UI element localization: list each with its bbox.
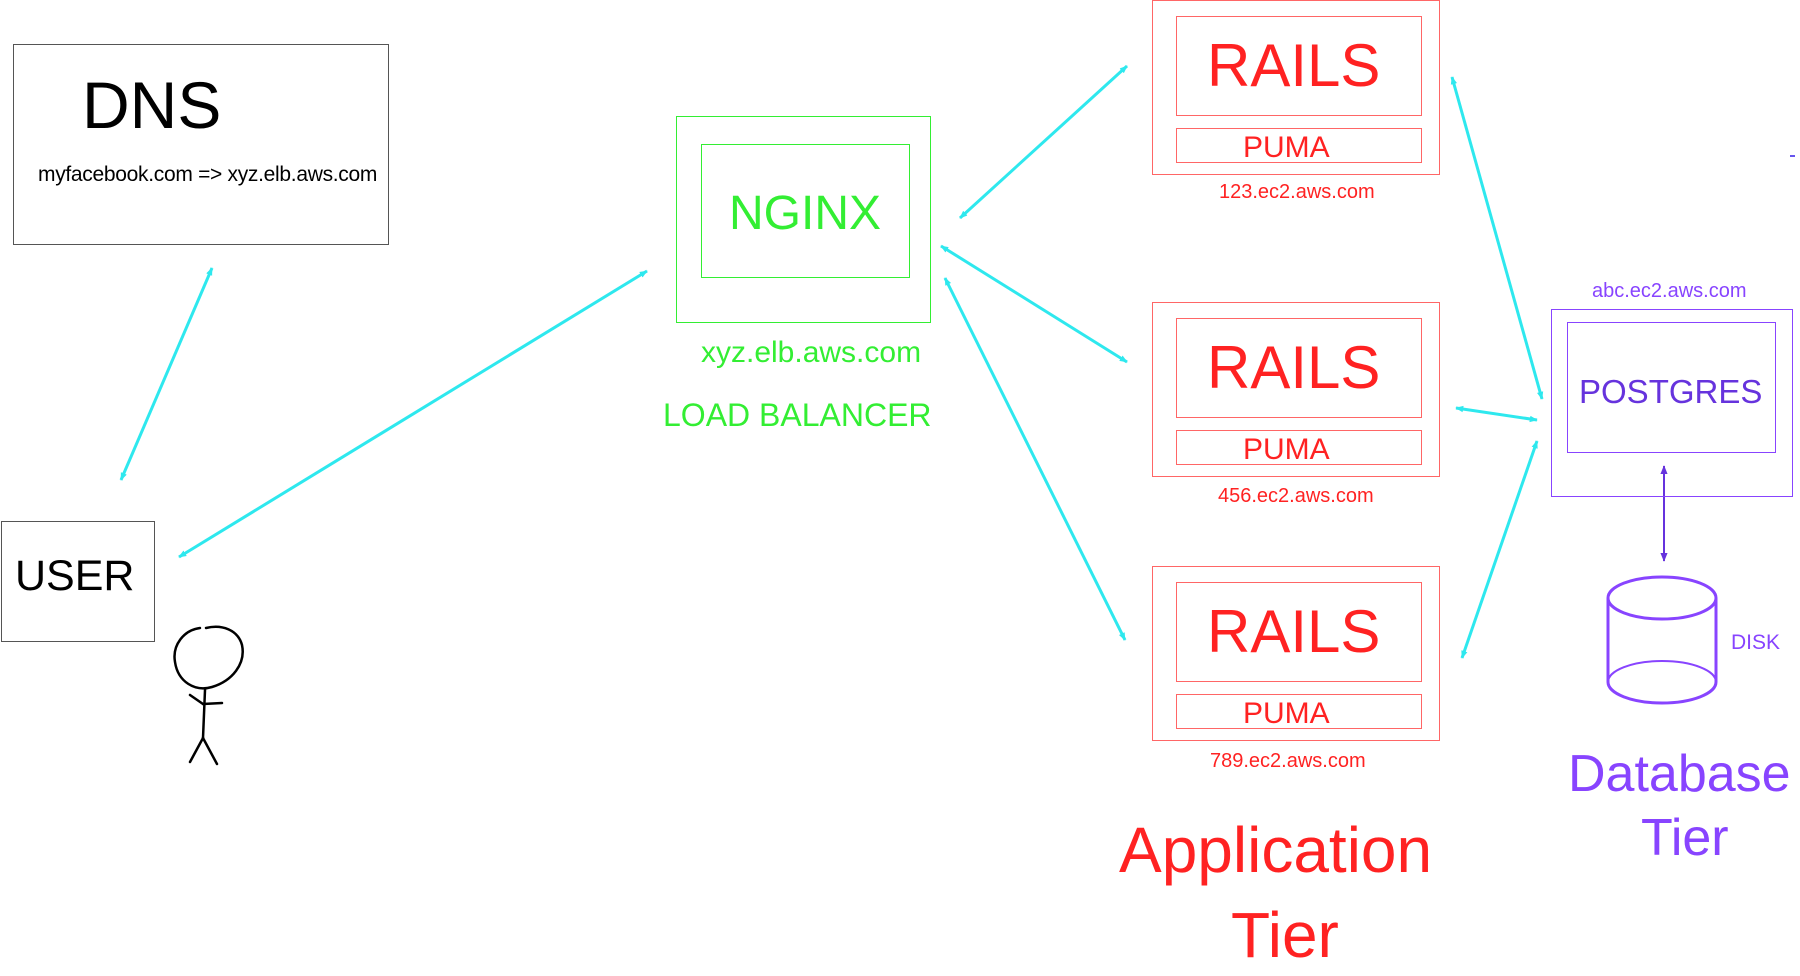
lb-app1-arrow [958,64,1129,220]
app-server-box [1152,0,1440,175]
app3-db-arrow [1460,440,1539,659]
app-server-hostname: 789.ec2.aws.com [1210,750,1366,772]
app-server-hostname: 123.ec2.aws.com [1219,181,1375,203]
postgres-label: POSTGRES [1579,373,1763,410]
application-tier-title-line2: Tier [1231,899,1339,971]
rails-box [1176,16,1422,116]
dns-user-arrow [119,267,214,481]
database-tier-title: Database [1568,745,1791,803]
load-balancer-outer-box [676,116,931,323]
database-tier-title-line2: Tier [1641,809,1729,867]
rails-label: RAILS [1207,598,1381,665]
rails-label: RAILS [1207,334,1381,401]
rails-label: RAILS [1207,32,1381,99]
puma-label: PUMA [1243,131,1330,164]
rails-box [1176,318,1422,418]
database-hostname: abc.ec2.aws.com [1592,280,1747,302]
disk-icon [1606,575,1718,705]
app-server-box [1152,302,1440,477]
user-box [1,521,155,642]
disk-label: DISK [1731,631,1781,654]
nginx-box [701,144,910,278]
nginx-label: NGINX [729,187,882,240]
puma-label: PUMA [1243,697,1330,730]
puma-label: PUMA [1243,433,1330,466]
user-figure-icon [173,625,244,766]
user-label: USER [15,552,135,600]
postgres-box [1567,322,1776,453]
load-balancer-hostname: xyz.elb.aws.com [701,336,922,369]
lb-app3-arrow [943,277,1127,641]
puma-box [1176,430,1422,465]
app-server-hostname: 456.ec2.aws.com [1218,485,1374,507]
dns-mapping: myfacebook.com => xyz.elb.aws.com [38,163,378,186]
puma-box [1176,128,1422,163]
rails-box [1176,582,1422,682]
user-lb-arrow [178,269,648,559]
puma-box [1176,694,1422,729]
app1-db-arrow [1450,76,1544,400]
dns-box [13,44,389,245]
app-server-box [1152,566,1440,741]
dns-title: DNS [82,68,222,142]
lb-app2-arrow [940,244,1128,364]
app2-db-arrow [1455,405,1538,423]
database-outer-box [1551,309,1793,497]
load-balancer-role-label: LOAD BALANCER [663,397,932,433]
application-tier-title: Application [1119,814,1433,886]
